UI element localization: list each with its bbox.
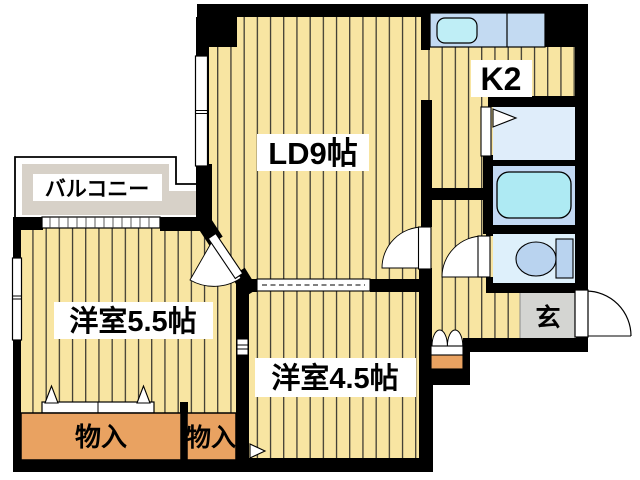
label-west55: 洋室5.5帖 [69,304,196,338]
label-storage-small: 物入 [186,424,236,452]
label-kitchen: K2 [481,61,522,97]
kitchen-counter [429,12,546,48]
hall-ld-door [381,226,432,270]
kitchen-sink [436,17,478,44]
ld-west45-sliding-door [256,278,371,292]
washroom-door [480,106,518,157]
hall-closet-box [430,354,464,370]
label-bg-balcony [33,174,162,201]
storage-small-box [186,412,237,461]
entrance-door-leaf [574,289,589,338]
interior-walls [13,4,588,460]
label-bg-west45 [255,358,416,397]
bathtub [496,171,572,219]
entrance-door-arc [585,290,632,337]
label-bg-west55 [54,302,213,339]
sanitary-rooms [493,107,575,283]
storage-door-marker-left [44,384,59,404]
label-balcony: バルコニー [45,178,150,201]
toilet-door [441,235,491,278]
west55-balcony-window [41,216,161,229]
room-labels: バルコニー LD9帖 K2 洋室5.5帖 洋室4.5帖 物入 物入 玄 [33,60,561,452]
label-entrance: 玄 [535,303,560,332]
partition-vent [236,338,249,356]
west55-side-window [11,257,23,341]
storage-main-box [20,412,182,461]
label-bg-kitchen [471,60,532,97]
toilet-bowl [515,241,557,277]
ld-west55-diagonal-door [189,232,244,287]
entrance-floor [520,293,576,338]
label-west45: 洋室4.5帖 [271,361,398,395]
toilet-tank [555,238,574,279]
label-bg-ld [257,134,369,171]
storage-closets [20,354,464,461]
doors [41,106,518,459]
windows [11,55,249,356]
washroom-door-swing-marker [492,108,518,128]
storage-door-marker-right [136,384,151,404]
entrance-area [519,289,632,338]
label-storage-main: 物入 [75,422,127,452]
ld-balcony-window [194,55,209,167]
label-ld: LD9帖 [268,136,358,171]
storage-small-door-marker [249,443,267,459]
